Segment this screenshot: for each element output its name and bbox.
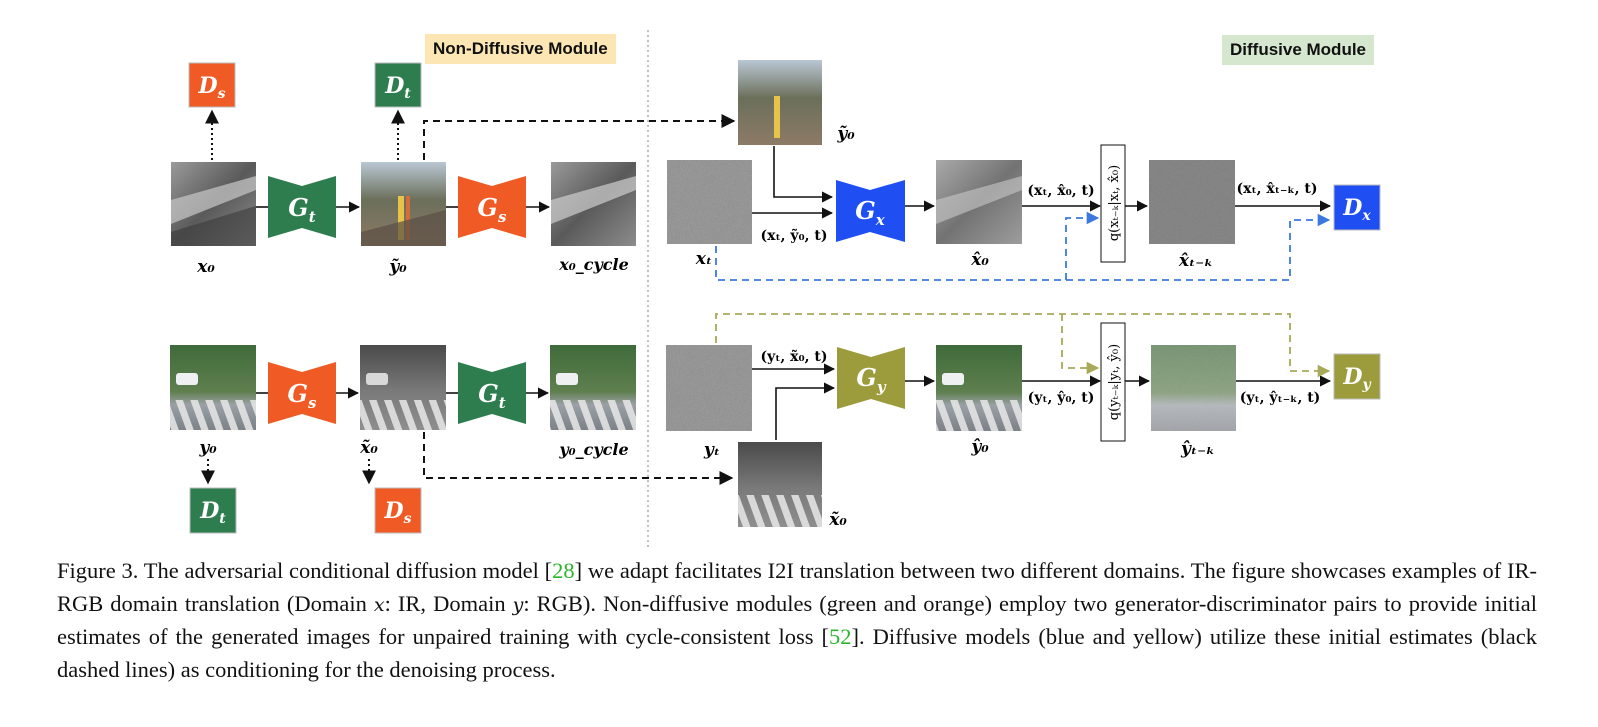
generator-gt-top: [268, 176, 336, 238]
label-ytk-hat: ŷₜ₋ₖ: [1180, 439, 1215, 459]
image-y0-tilde: [361, 162, 446, 246]
diagram-canvas: Ds Dt Gt Gs x₀ ỹ₀ x₀_cycle Gs Gt y₀ x̃₀: [170, 30, 1381, 548]
generator-gt-top-label: Gt: [288, 193, 316, 226]
discriminator-dy: [1333, 353, 1381, 400]
diffusive-header: Diffusive Module: [1222, 35, 1375, 65]
image-ytk-hat: [1151, 345, 1236, 431]
citation-link-52[interactable]: 52: [829, 624, 852, 649]
q-x-box: [1100, 144, 1126, 263]
generator-gt-bottom-label: Gt: [478, 379, 506, 412]
image-xtk-hat: [1149, 160, 1235, 244]
label-x0-tilde: x̃₀: [359, 438, 378, 458]
image-yt-noise: [666, 345, 752, 431]
label-y0-tilde-side: ỹ₀: [836, 124, 855, 144]
label-x0-tilde-side: x̃₀: [828, 510, 847, 530]
image-y0-cycle: [550, 345, 636, 430]
image-y0: [170, 345, 256, 430]
generator-gx: [836, 180, 905, 242]
tuple-y-out: (yₜ, ŷₜ₋ₖ, t): [1240, 389, 1321, 406]
image-y0-hat: [936, 345, 1022, 431]
label-x0-cycle: x₀_cycle: [558, 255, 629, 274]
tuple-y-mid: (yₜ, ŷ₀, t): [1028, 389, 1095, 406]
label-x0: x₀: [196, 257, 215, 277]
discriminator-dt-top: [374, 62, 422, 108]
discriminator-dx-label: Dx: [1342, 195, 1371, 224]
discriminator-ds-top-label: Ds: [198, 73, 226, 102]
citation-link-28[interactable]: 28: [552, 558, 575, 583]
image-x0: [171, 162, 256, 246]
generator-gy-label: Gy: [856, 363, 887, 396]
tuple-x-out: (xₜ, x̂ₜ₋ₖ, t): [1237, 181, 1318, 197]
label-y0-cycle: y₀_cycle: [558, 440, 628, 459]
non-diffusive-header: Non-Diffusive Module: [425, 34, 616, 64]
label-x0-hat: x̂₀: [970, 250, 989, 270]
image-y0-tilde-side: [738, 60, 822, 145]
tuple-x-in: (xₜ, ỹ₀, t): [760, 227, 827, 244]
q-x-label: q(xₜ₋ₖ|xₜ, x̂₀): [1107, 165, 1122, 241]
label-xtk-hat: x̂ₜ₋ₖ: [1178, 251, 1213, 271]
discriminator-ds-top: [188, 62, 236, 108]
image-x0-tilde: [360, 345, 446, 430]
image-xt-noise: [667, 160, 752, 244]
generator-gs-bottom-label: Gs: [288, 379, 318, 412]
label-xt: xₜ: [695, 249, 712, 269]
generator-gs-bottom: [268, 362, 336, 424]
discriminator-ds-bottom: [374, 487, 422, 534]
tuple-x-mid: (xₜ, x̂₀, t): [1027, 183, 1094, 199]
discriminator-dt-bottom-label: Dt: [199, 498, 226, 527]
q-y-label: q(yₜ₋ₖ|yₜ, ŷ₀): [1107, 344, 1122, 420]
generator-gt-bottom: [458, 362, 526, 424]
discriminator-ds-bottom-label: Ds: [384, 498, 412, 527]
label-y0: y₀: [198, 438, 217, 458]
discriminator-dx: [1333, 184, 1381, 231]
discriminator-dt-bottom: [189, 487, 237, 534]
image-x0-tilde-side: [738, 442, 822, 527]
generator-gx-label: Gx: [855, 196, 886, 229]
generator-gy: [837, 347, 905, 409]
q-y-box: [1100, 322, 1126, 442]
label-yt: yₜ: [703, 440, 720, 460]
image-x0-cycle: [551, 162, 636, 246]
image-x0-hat: [936, 160, 1022, 244]
discriminator-dy-label: Dy: [1342, 364, 1371, 393]
generator-gs-top-label: Gs: [478, 193, 508, 226]
figure-caption: Figure 3. The adversarial conditional di…: [57, 558, 1537, 682]
tuple-y-in: (yₜ, x̃₀, t): [760, 348, 827, 365]
label-y0-tilde: ỹ₀: [388, 257, 407, 277]
discriminator-dt-top-label: Dt: [384, 73, 411, 102]
label-y0-hat: ŷ₀: [970, 437, 989, 457]
generator-gs-top: [458, 176, 526, 238]
